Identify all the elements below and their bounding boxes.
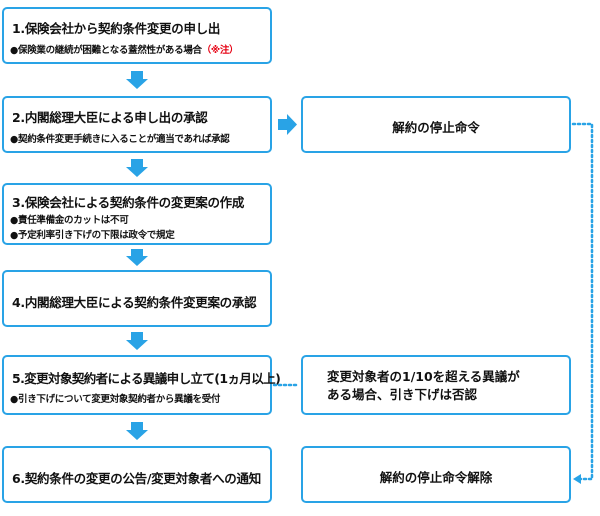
down-arrow-5 — [126, 422, 148, 440]
step-1-title: 1.保険会社から契約条件変更の申し出 — [12, 21, 221, 36]
step-3-title: 3.保険会社による契約条件の変更案の作成 — [12, 195, 245, 210]
objection-box: 変更対象者の1/10を超える異議が ある場合、引き下げは否認 — [301, 355, 571, 415]
stop-order-text: 解約の停止命令 — [392, 120, 480, 135]
step-6-title: 6.契約条件の変更の公告/変更対象者への通知 — [12, 471, 261, 486]
down-arrow-1 — [126, 71, 148, 89]
release-arrowhead — [573, 474, 581, 484]
step-4-title: 4.内閣総理大臣による契約条件変更案の承認 — [12, 295, 257, 310]
down-arrow-3 — [126, 249, 148, 266]
step-3-note-2: 予定利率引き下げの下限は政令で規定 — [10, 227, 175, 241]
step-3-box: 3.保険会社による契約条件の変更案の作成 責任準備金のカットは不可 予定利率引き… — [2, 183, 272, 245]
step-1-box: 1.保険会社から契約条件変更の申し出 保険業の継続が困難となる蓋然性がある場合（… — [2, 7, 272, 64]
step-3-note-1: 責任準備金のカットは不可 — [10, 212, 129, 226]
stop-order-box: 解約の停止命令 — [301, 96, 571, 153]
down-arrow-2 — [126, 159, 148, 177]
down-arrow-4 — [126, 332, 148, 350]
step-5-box: 5.変更対象契約者による異議申し立て(1ヵ月以上) 引き下げについて変更対象契約… — [2, 355, 281, 415]
objection-text: 変更対象者の1/10を超える異議が ある場合、引き下げは否認 — [327, 369, 520, 402]
step-1-note: 保険業の継続が困難となる蓋然性がある場合（※注） — [10, 42, 239, 56]
step-2-note: 契約条件変更手続きに入ることが適当であれば承認 — [10, 131, 230, 145]
dotted-connector-release — [571, 122, 594, 481]
step-5-title: 5.変更対象契約者による異議申し立て(1ヵ月以上) — [12, 371, 281, 386]
step-4-box: 4.内閣総理大臣による契約条件変更案の承認 — [2, 270, 272, 327]
stop-release-box: 解約の停止命令解除 — [301, 446, 571, 503]
step-2-box: 2.内閣総理大臣による申し出の承認 契約条件変更手続きに入ることが適当であれば承… — [2, 96, 272, 153]
note-reference: （※注） — [201, 45, 239, 56]
right-arrow — [278, 114, 297, 135]
stop-release-text: 解約の停止命令解除 — [379, 470, 493, 485]
step-2-title: 2.内閣総理大臣による申し出の承認 — [12, 110, 208, 125]
step-5-note: 引き下げについて変更対象契約者から異議を受付 — [10, 391, 220, 405]
step-6-box: 6.契約条件の変更の公告/変更対象者への通知 — [2, 446, 272, 503]
